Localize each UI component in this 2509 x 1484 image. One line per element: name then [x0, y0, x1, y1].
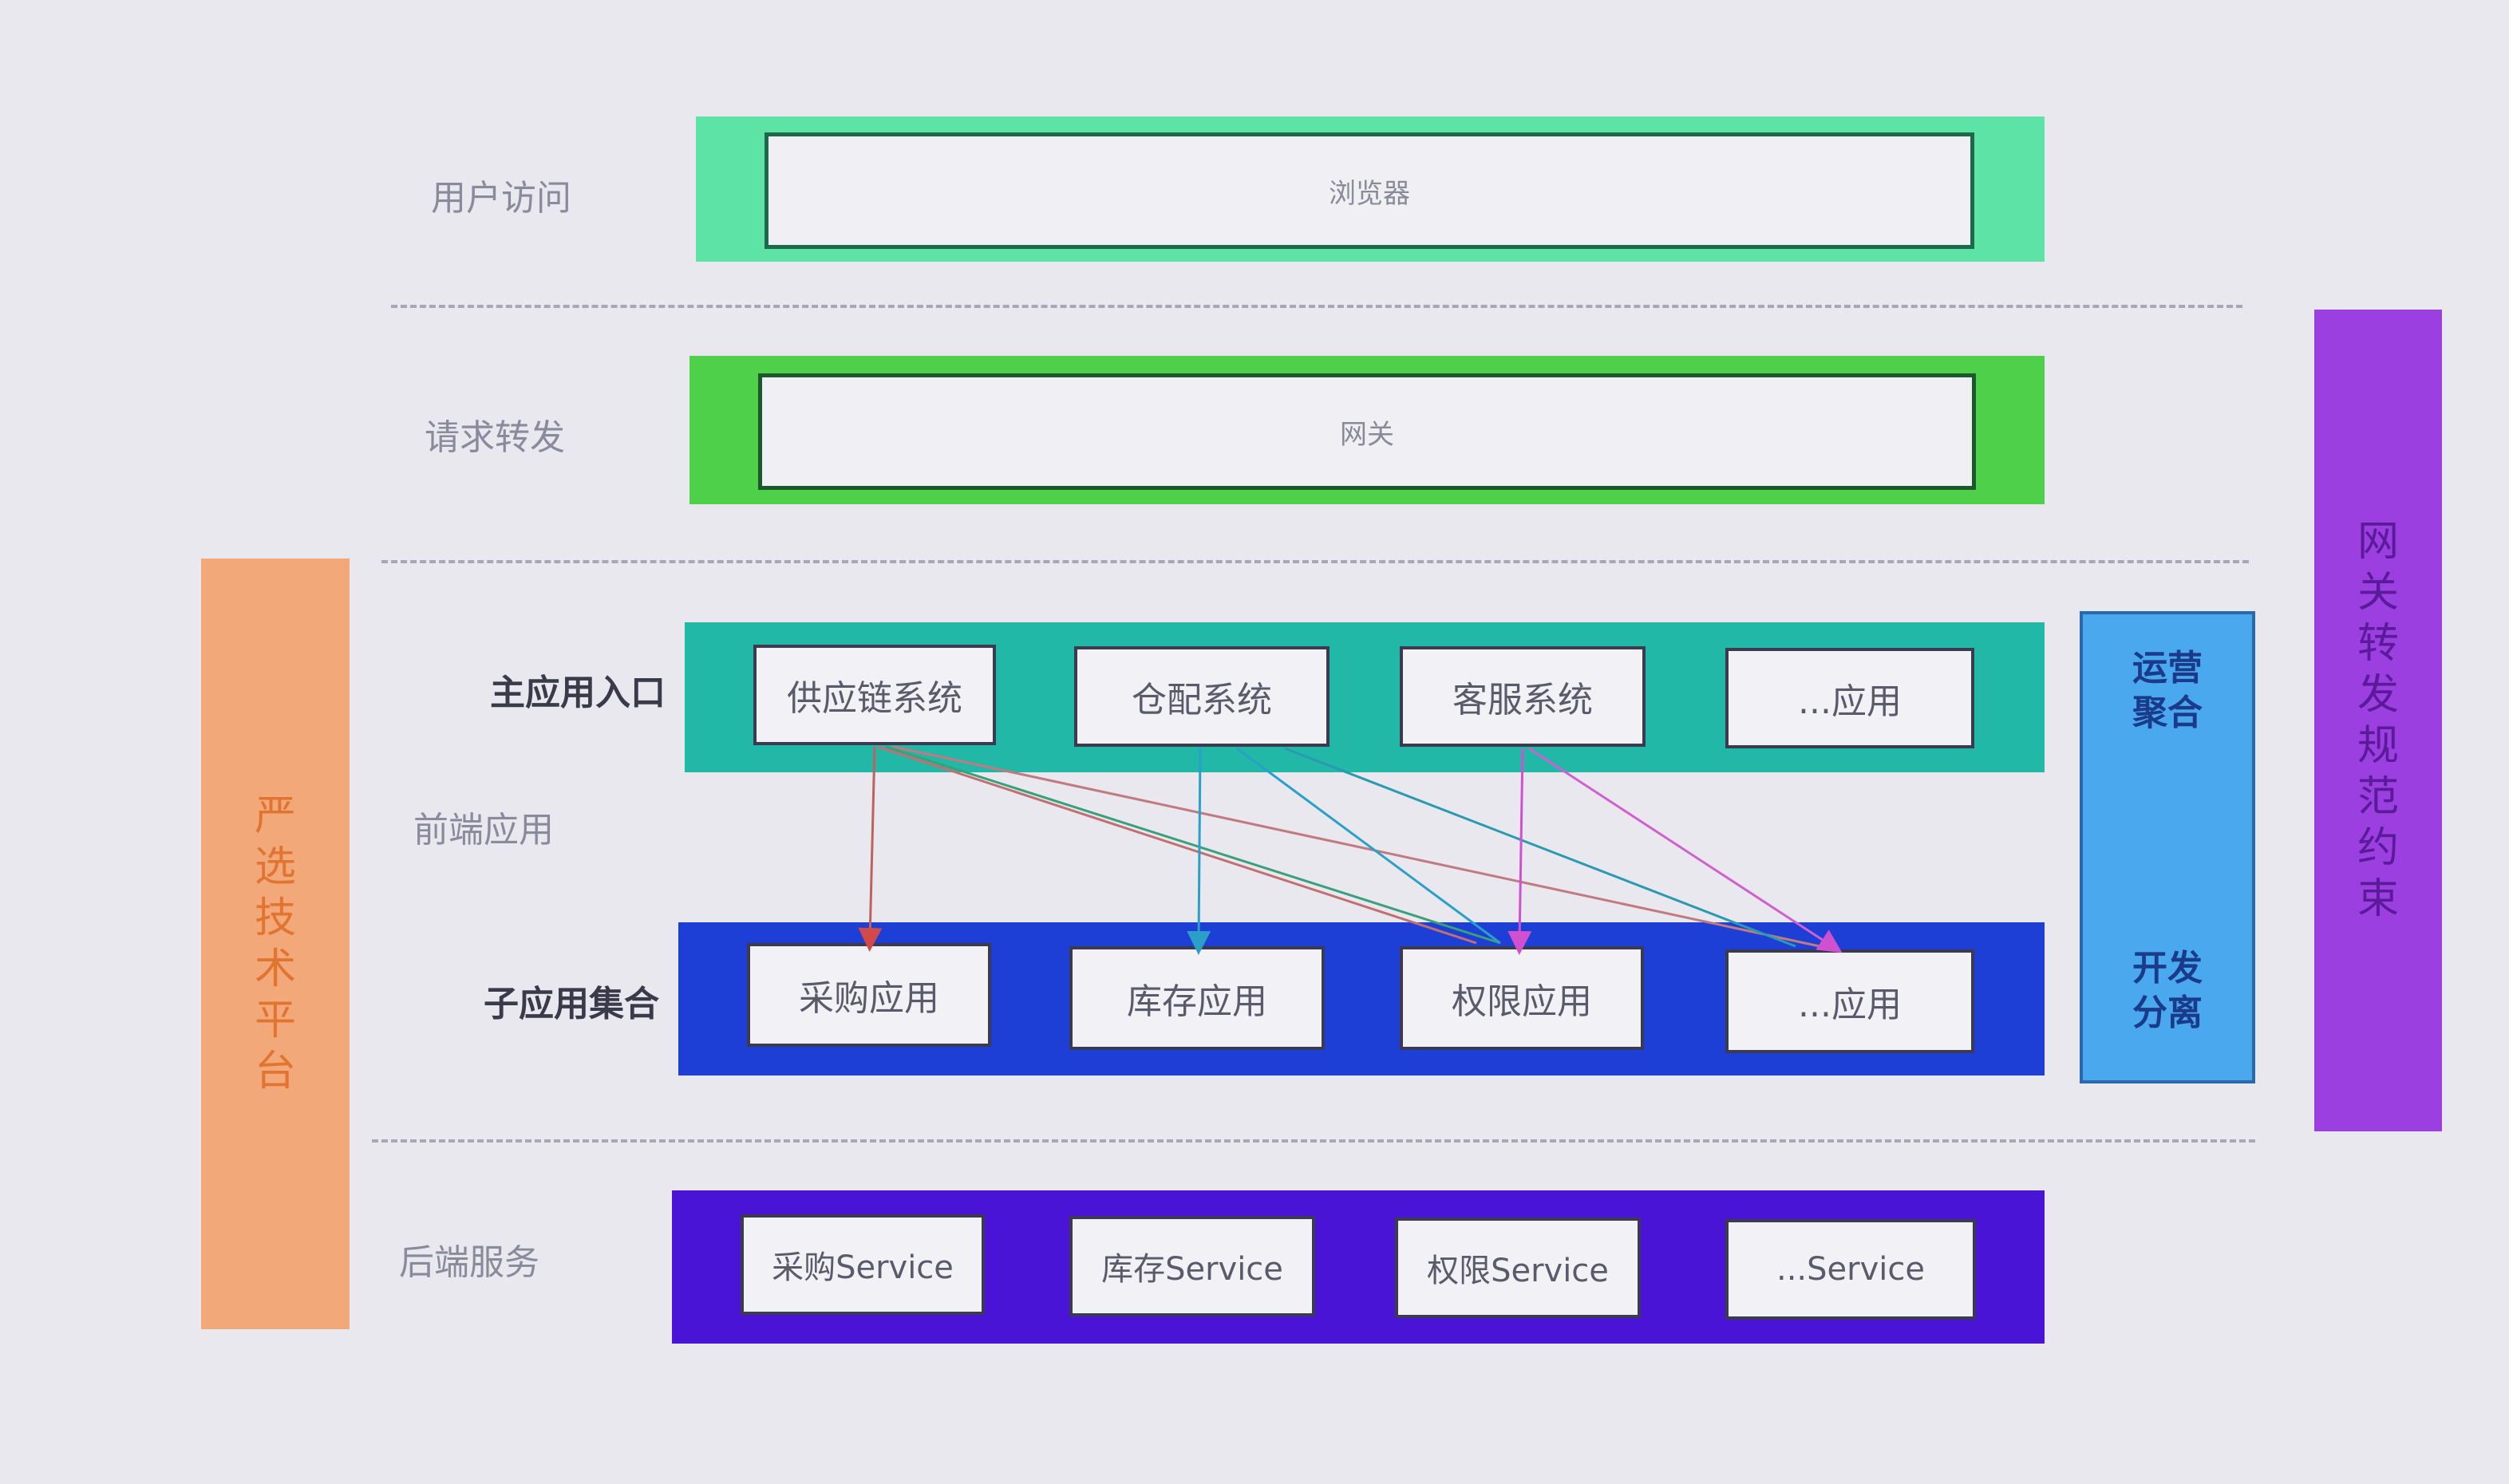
main-app-warehouse: 仓配系统 — [1074, 646, 1330, 747]
arrow-supply-purchase — [858, 746, 883, 952]
sub-app-inventory: 库存应用 — [1069, 946, 1325, 1050]
main-app-supply-chain: 供应链系统 — [753, 645, 996, 745]
dev-separation-line-0: 开发 — [2132, 948, 2203, 989]
right-bar-char-6: 约 — [2357, 824, 2399, 872]
arrow-warehouse-inventory — [1187, 748, 1211, 955]
label-user-access: 用户访问 — [431, 178, 571, 219]
separator-1 — [391, 305, 2242, 308]
arrow-warehouse-permission — [1236, 747, 1501, 945]
left-bar-char-2: 技 — [254, 894, 296, 942]
ops-aggregation-line-1: 聚合 — [2132, 693, 2203, 733]
sub-app-more: ...应用 — [1725, 949, 1974, 1053]
sub-app-permission: 权限应用 — [1400, 946, 1644, 1050]
gateway-layer: 网关 — [689, 356, 2045, 504]
label-backend-service: 后端服务 — [399, 1242, 539, 1283]
left-bar-char-1: 选 — [254, 843, 296, 891]
browser-box: 浏览器 — [765, 132, 1974, 249]
separator-3 — [372, 1139, 2255, 1143]
right-bar-char-3: 发 — [2357, 671, 2399, 719]
gateway-forward-rule-bar: 网 关 转 发 规 范 约 束 — [2314, 310, 2442, 1131]
label-main-app-entry: 主应用入口 — [490, 673, 666, 713]
right-bar-char-4: 规 — [2357, 722, 2399, 770]
ops-dev-box: 运营 聚合 开发 分离 — [2080, 611, 2255, 1083]
service-inventory: 库存Service — [1069, 1216, 1315, 1316]
left-bar-char-3: 术 — [254, 945, 296, 993]
right-bar-char-0: 网 — [2357, 518, 2399, 566]
arrow-supply-permission-2 — [885, 745, 1501, 945]
ops-aggregation-line-0: 运营 — [2132, 648, 2203, 689]
label-sub-app-set: 子应用集合 — [484, 984, 659, 1024]
arrow-supply-more — [893, 745, 1820, 948]
main-app-more: ...应用 — [1725, 648, 1974, 748]
arrow-warehouse-more — [1284, 747, 1796, 948]
separator-2 — [381, 560, 2249, 563]
browser-label: 浏览器 — [1329, 177, 1410, 210]
left-bar-char-5: 台 — [254, 1048, 296, 1095]
left-bar-char-0: 严 — [254, 792, 296, 840]
gateway-label: 网关 — [1340, 418, 1394, 451]
arrow-supply-permission-1 — [877, 745, 1477, 945]
service-purchase: 采购Service — [741, 1214, 985, 1315]
yanxuan-tech-platform-bar: 严 选 技 术 平 台 — [201, 558, 350, 1329]
gateway-box: 网关 — [758, 373, 1976, 490]
right-bar-char-5: 范 — [2357, 773, 2399, 821]
dev-separation-line-1: 分离 — [2132, 993, 2203, 1033]
main-app-customer-service: 客服系统 — [1400, 646, 1646, 747]
arrow-cs-permission — [1507, 748, 1532, 955]
arrow-cs-more — [1528, 747, 1843, 953]
right-bar-char-7: 束 — [2357, 875, 2399, 923]
label-request-forward: 请求转发 — [425, 417, 565, 458]
right-bar-char-1: 关 — [2357, 569, 2399, 617]
label-frontend-app: 前端应用 — [413, 810, 554, 851]
right-bar-char-2: 转 — [2357, 620, 2399, 668]
service-more: ...Service — [1725, 1219, 1976, 1320]
browser-layer: 浏览器 — [696, 116, 2045, 262]
service-permission: 权限Service — [1395, 1218, 1641, 1318]
left-bar-char-4: 平 — [254, 997, 296, 1044]
